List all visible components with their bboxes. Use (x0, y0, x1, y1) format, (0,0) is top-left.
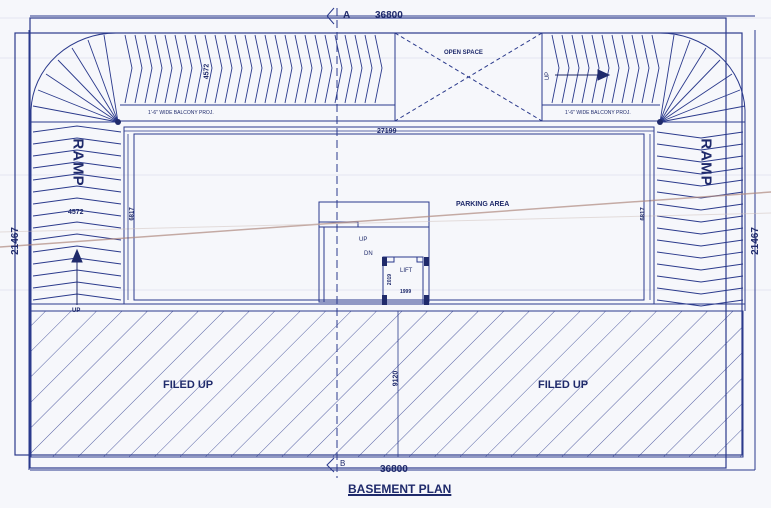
filled-depth-dimension: 9120 (392, 370, 400, 387)
ramp-left-label: RAMP (69, 138, 87, 187)
section-marker-b: B (340, 459, 346, 468)
balcony-projection-left-label: 1'-6" WIDE BALCONY PROJ. (148, 110, 214, 116)
filled-up-left-label: FILED UP (163, 379, 214, 391)
balcony-projection-right-label: 1'-6" WIDE BALCONY PROJ. (565, 110, 631, 116)
ramp-up-label: UP (72, 308, 81, 314)
left-ramp-width-dimension: 4572 (68, 209, 84, 216)
top-ramp-length-dimension: 4572 (203, 63, 211, 80)
stair-up-label: UP (359, 237, 368, 243)
lift-label: LIFT (400, 268, 413, 274)
open-space-label: OPEN SPACE (444, 50, 483, 56)
section-marker-a: A (343, 10, 351, 21)
overall-height-right-dimension: 21467 (749, 227, 761, 255)
lift-arrow-label: UP (545, 71, 552, 81)
overall-height-left-dimension: 21467 (9, 227, 21, 255)
inner-height-right-dimension: 6817 (640, 207, 647, 221)
lift-width-dimension: 1999 (400, 289, 412, 295)
filled-up-right-label: FILED UP (538, 379, 589, 391)
inner-height-left-dimension: 6817 (129, 207, 136, 221)
overall-width-top-dimension: 36800 (375, 10, 403, 21)
inner-width-dimension: 27199 (377, 128, 397, 135)
ramp-right-label: RAMP (697, 138, 715, 187)
parking-area-label: PARKING AREA (456, 201, 510, 208)
lift-depth-dimension: 2019 (387, 273, 394, 286)
overall-width-bottom-dimension: 36800 (380, 464, 408, 475)
drawing-title: BASEMENT PLAN (348, 482, 452, 496)
stair-down-label: DN (364, 251, 373, 257)
